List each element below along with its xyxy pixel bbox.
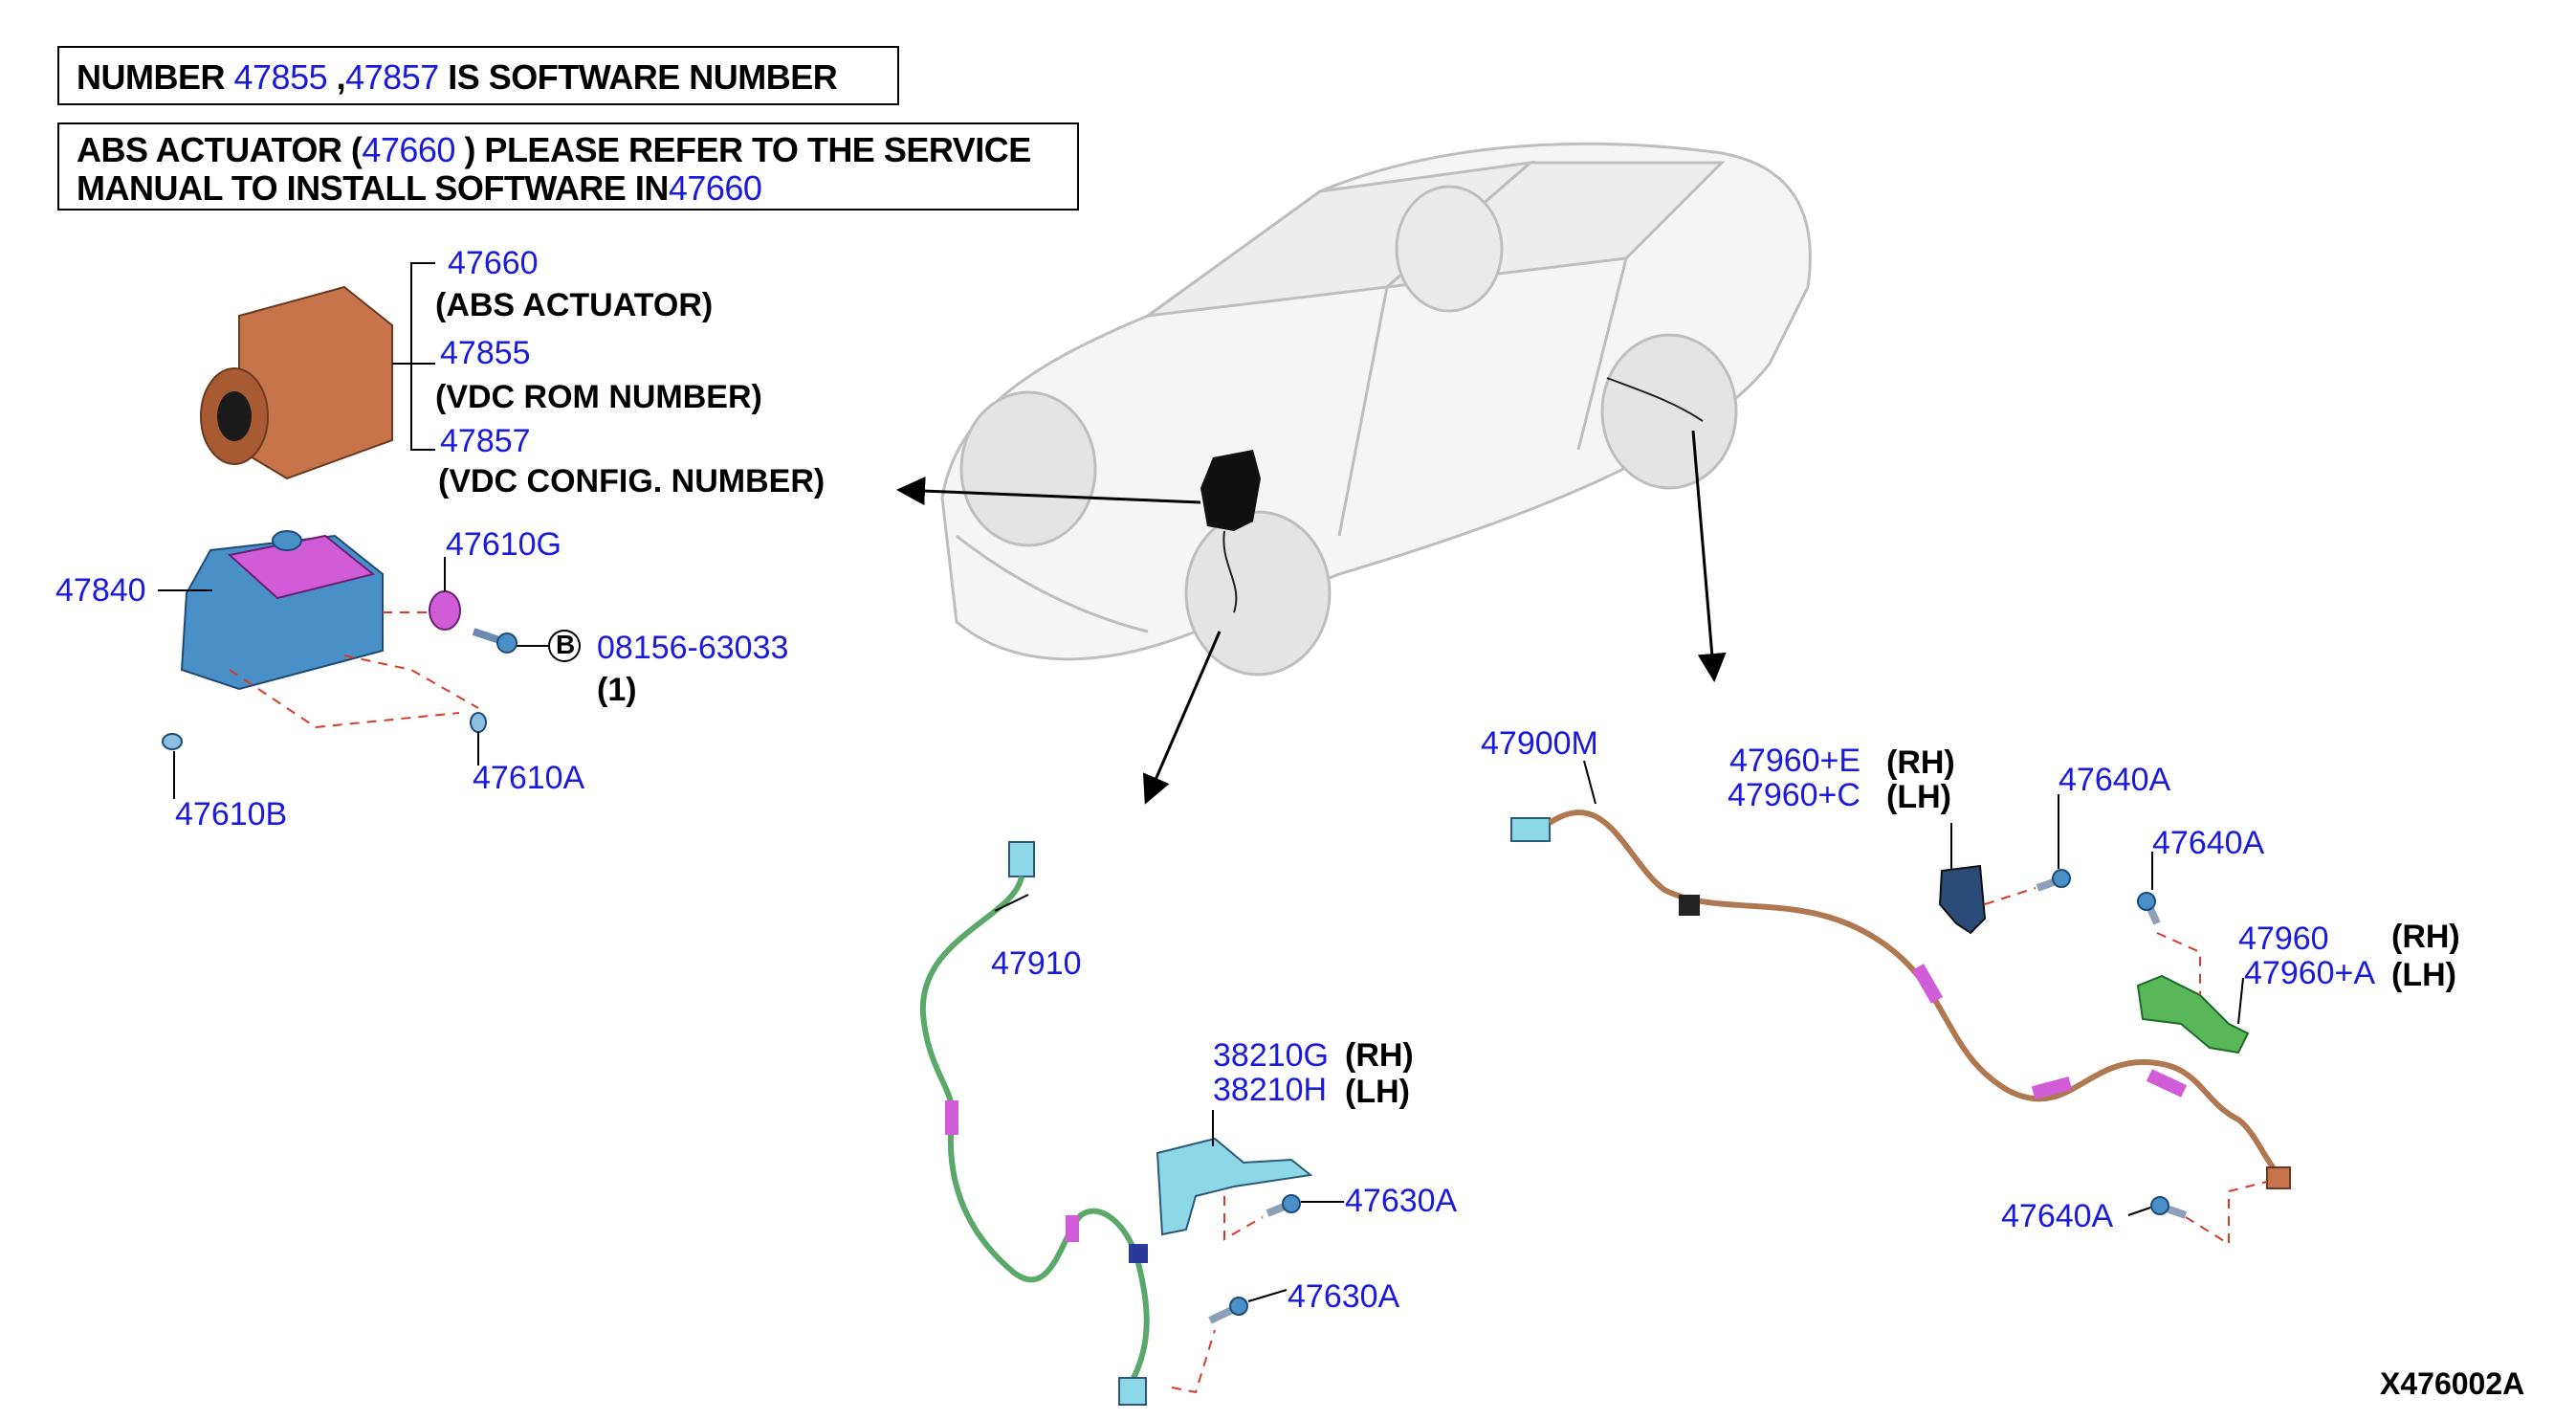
rear-bracket-1-rh-side: (RH) bbox=[1886, 744, 1955, 781]
front-bolt-1-part-number[interactable]: 47630A bbox=[1345, 1183, 1458, 1219]
front-bolt-1-part bbox=[1266, 1194, 1301, 1217]
front-sensor-harness bbox=[919, 841, 1150, 1406]
install-note-line-2: MANUAL TO INSTALL SOFTWARE IN47660 bbox=[77, 168, 762, 208]
arrow-to-abs bbox=[896, 477, 1201, 506]
vdc-config-part-number[interactable]: 47857 bbox=[440, 423, 531, 459]
rear-bracket-2-rh-part-number[interactable]: 47960 bbox=[2238, 921, 2329, 957]
rear-bracket-2-part bbox=[2136, 974, 2250, 1054]
abs-location-mark bbox=[1200, 450, 1261, 531]
grommet-a-part-number[interactable]: 47610A bbox=[473, 760, 585, 796]
abs-actuator-desc: (ABS ACTUATOR) bbox=[435, 287, 714, 323]
software-note-text: NUMBER 47855 ,47857 IS SOFTWARE NUMBER bbox=[77, 57, 838, 97]
rear-bracket-1-part bbox=[1938, 864, 1987, 935]
rear-bracket-2-rh-side: (RH) bbox=[2391, 919, 2460, 955]
bolt-symbol: B bbox=[556, 630, 576, 659]
vdc-rom-desc: (VDC ROM NUMBER) bbox=[435, 379, 762, 415]
rear-bolt-top-part-number[interactable]: 47640A bbox=[2059, 762, 2171, 798]
rear-bracket-2-lh-side: (LH) bbox=[2391, 957, 2456, 993]
front-bracket-rh-side: (RH) bbox=[1345, 1037, 1414, 1074]
arrow-to-front-sensor bbox=[1142, 631, 1222, 805]
rear-bolt-mid-part bbox=[2137, 892, 2161, 925]
grommet-g-part bbox=[429, 590, 461, 631]
arrow-to-rear-sensor bbox=[1691, 430, 1727, 682]
actuator-bracket-part bbox=[180, 530, 384, 691]
bolt-symbol-circle bbox=[548, 630, 581, 662]
rear-bolt-bottom-part-number[interactable]: 47640A bbox=[2001, 1198, 2114, 1234]
vdc-config-desc: (VDC CONFIG. NUMBER) bbox=[438, 463, 826, 499]
install-note-box: ABS ACTUATOR (47660 ) PLEASE REFER TO TH… bbox=[57, 122, 1079, 211]
bolt-part-number[interactable]: 08156-63033 bbox=[597, 630, 789, 666]
software-note-box: NUMBER 47855 ,47857 IS SOFTWARE NUMBER bbox=[57, 46, 899, 105]
front-bolt-2-part bbox=[1208, 1297, 1248, 1324]
front-bracket-rh-part-number[interactable]: 38210G bbox=[1213, 1037, 1329, 1074]
rear-sensor-harness bbox=[1510, 810, 2291, 1189]
front-sensor-bracket bbox=[1156, 1137, 1313, 1236]
rear-bolt-mid-part-number[interactable]: 47640A bbox=[2152, 825, 2265, 861]
grommet-a-part bbox=[470, 712, 487, 733]
rear-harness-part-number[interactable]: 47900M bbox=[1481, 725, 1598, 762]
rear-bolt-bottom-part bbox=[2150, 1196, 2188, 1219]
install-note-line-1: ABS ACTUATOR (47660 ) PLEASE REFER TO TH… bbox=[77, 130, 1031, 169]
abs-actuator-part-number[interactable]: 47660 bbox=[448, 245, 539, 281]
rear-bracket-2-lh-part-number[interactable]: 47960+A bbox=[2244, 955, 2376, 991]
assembly-reference-lines bbox=[229, 611, 479, 729]
rear-bracket-1-rh-part-number[interactable]: 47960+E bbox=[1729, 743, 1861, 779]
front-bracket-lh-side: (LH) bbox=[1345, 1074, 1410, 1110]
front-bracket-lh-part-number[interactable]: 38210H bbox=[1213, 1072, 1328, 1108]
rear-bracket-1-lh-side: (LH) bbox=[1886, 779, 1951, 815]
bolt-qty: (1) bbox=[597, 672, 637, 708]
rear-bracket-1-lh-part-number[interactable]: 47960+C bbox=[1728, 777, 1860, 813]
grommet-b-part-number[interactable]: 47610B bbox=[175, 796, 288, 832]
front-bolt-2-part-number[interactable]: 47630A bbox=[1288, 1278, 1400, 1315]
diagram-code: X476002A bbox=[2380, 1366, 2525, 1401]
bolt-b-part bbox=[472, 628, 517, 654]
grommet-b-part bbox=[162, 733, 183, 750]
front-sensor-part-number[interactable]: 47910 bbox=[991, 945, 1082, 982]
rear-bolt-top-part bbox=[2036, 869, 2071, 892]
abs-actuator-part bbox=[200, 285, 393, 480]
vehicle-outline bbox=[940, 142, 1812, 677]
grommet-g-part-number[interactable]: 47610G bbox=[446, 526, 561, 563]
vdc-rom-part-number[interactable]: 47855 bbox=[440, 335, 531, 371]
bracket-part-number[interactable]: 47840 bbox=[55, 572, 146, 609]
